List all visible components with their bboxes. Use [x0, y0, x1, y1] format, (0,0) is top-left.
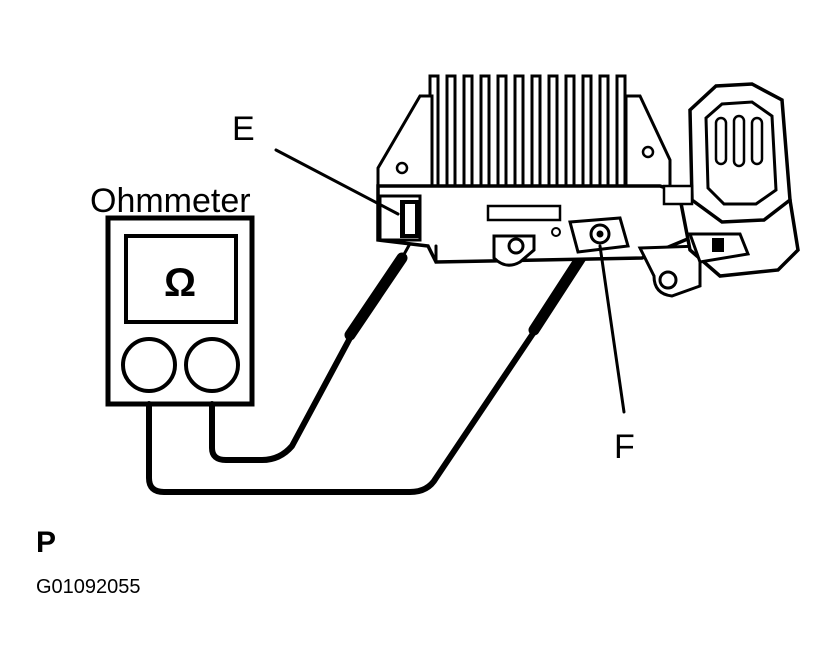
figure-code: G01092055 [36, 576, 141, 598]
heat-sink-fins [428, 74, 627, 188]
electrical-connector-icon [662, 82, 800, 278]
ohmmeter-icon [105, 215, 255, 407]
terminal-e [378, 194, 422, 242]
ohmmeter-terminal-right [184, 337, 240, 393]
terminal-f-label: F [614, 428, 635, 466]
terminal-e-label: E [232, 110, 255, 148]
ohmmeter-terminal-left [121, 337, 177, 393]
ohmmeter-label: Ohmmeter [90, 182, 251, 220]
terminal-f [551, 216, 630, 254]
voltage-regulator-icon [376, 74, 702, 298]
callout-line-f [598, 244, 626, 414]
omega-symbol: Ω [164, 261, 196, 305]
callout-line-e [274, 148, 400, 216]
panel-label: P [36, 526, 56, 559]
